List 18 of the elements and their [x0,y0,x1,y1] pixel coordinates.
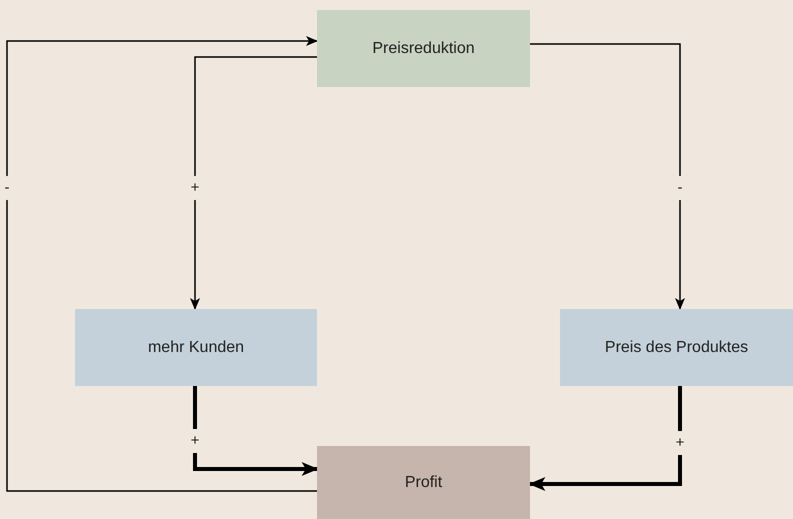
arrow [193,386,318,476]
box-label: Profit [404,474,442,492]
arrow [530,43,685,310]
arrow [6,36,318,492]
arrow [190,56,317,310]
box-label: Preisreduktion [372,40,475,58]
box-label: mehr Kunden [148,338,244,356]
edge-label: + [188,176,202,200]
process-box [560,309,793,386]
edge-label: + [188,429,202,453]
edge-label: + [674,431,686,455]
edge-label: - [676,176,684,200]
process-box [317,10,530,87]
arrow [528,386,682,491]
box-label: Preis des Produktes [604,338,748,356]
process-box [317,446,530,519]
edge-label: - [2,176,12,200]
process-box [75,309,317,386]
